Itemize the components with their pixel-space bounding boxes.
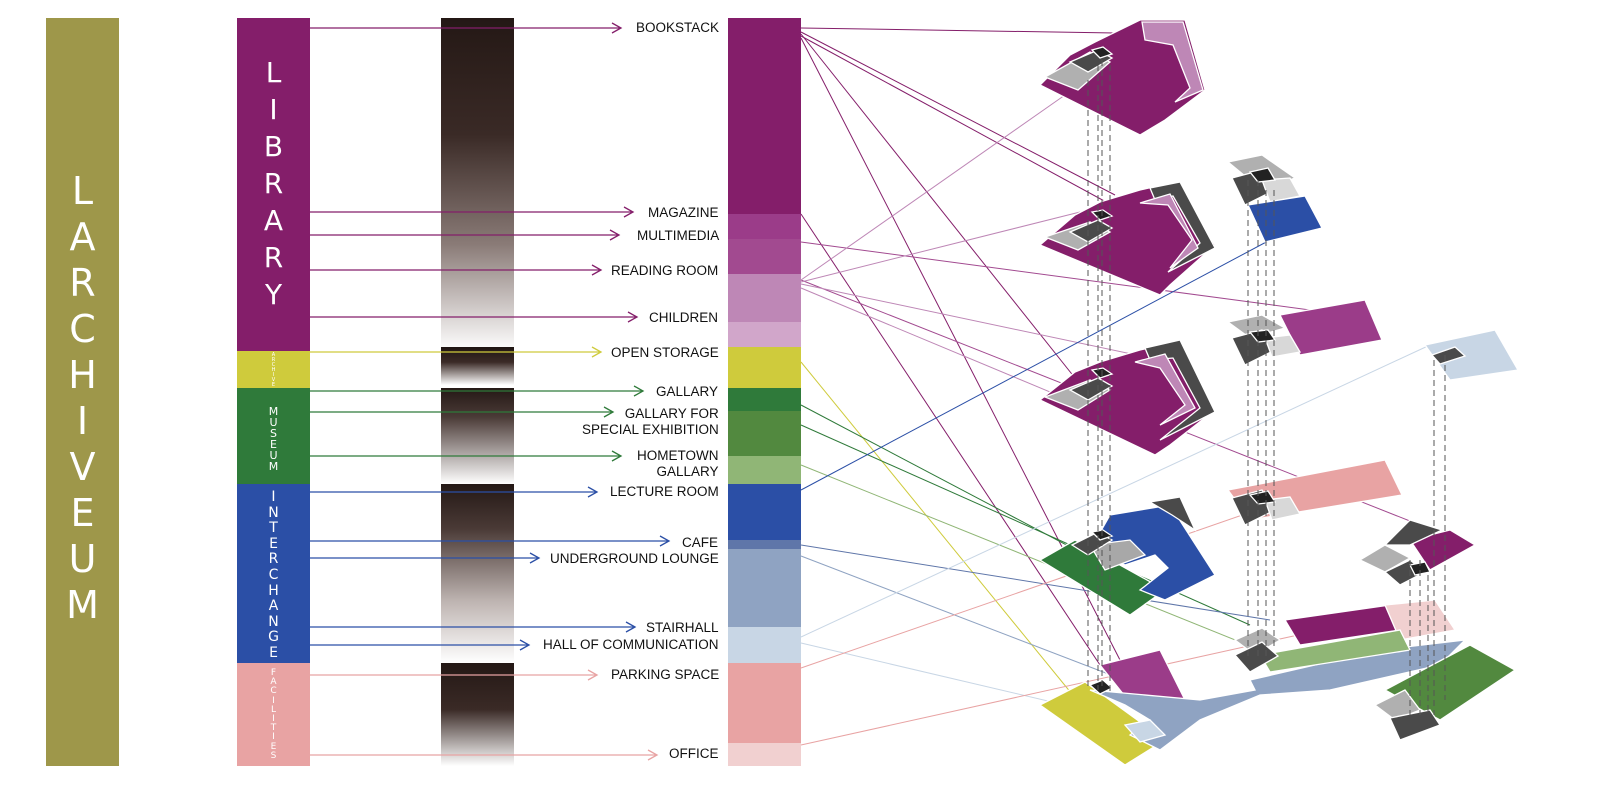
program-parking-space [728,663,801,743]
label-parking-space: PARKING SPACE [611,667,720,682]
label-underground-lounge: UNDERGROUND LOUNGE [550,551,719,566]
label-lecture-room: LECTURE ROOM [610,484,719,499]
title-text: L A R C H I V E U M [66,169,99,627]
label-gallary: GALLARY [656,384,719,399]
iso-level-3 [1038,339,1216,456]
program-open-storage [728,347,801,388]
arrows [310,22,671,761]
category-library-label: L I B R A R Y [263,56,284,311]
category-archive-label: A R C H I V E [271,352,276,388]
iso-level-5 [1038,599,1517,766]
iso-level-4 [1038,496,1216,616]
category-archive: A R C H I V E [237,351,310,388]
program-multimedia [728,239,801,274]
label-open-storage: OPEN STORAGE [611,345,719,360]
category-library: L I B R A R Y [237,18,310,351]
category-museum-label: M U S E U M [268,405,279,473]
gradient-facilities [441,663,514,766]
label-stairhall: STAIRHALL [646,620,719,635]
category-interchange: I N T E R C H A N G E [237,484,310,663]
gradient-archive [441,347,514,385]
program-stairhall [728,627,801,663]
program-gallary [728,388,801,411]
program-underground-lounge [728,549,801,627]
label-office: OFFICE [669,746,719,761]
program-cafe [728,540,801,549]
iso-level-2 [1038,181,1216,296]
gradient-library [441,18,514,351]
label-hall-of-communication: HALL OF COMMUNICATION [543,637,719,652]
program-lecture-room [728,484,801,540]
program-special-exhibition [728,411,801,456]
label-multimedia: MULTIMEDIA [637,228,720,243]
program-reading-room [728,274,801,322]
program-children [728,322,801,347]
category-facilities: F A C I L I T I E S [237,663,310,766]
gradient-interchange [441,484,514,663]
label-special-exhibition: GALLARY FOR SPECIAL EXHIBITION [582,406,719,437]
label-magazine: MAGAZINE [648,205,719,220]
vertical-dashed-lines [1087,60,1446,715]
label-bookstack: BOOKSTACK [636,20,720,35]
label-reading-room: READING ROOM [611,263,719,278]
label-cafe: CAFE [682,535,719,550]
program-magazine [728,214,801,239]
gradient-museum [441,388,514,484]
program-hometown-gallary [728,456,801,484]
program-office [728,743,801,766]
category-interchange-label: I N T E R C H A N G E [268,489,279,661]
iso-right-plans [1226,154,1520,586]
label-children: CHILDREN [649,310,719,325]
category-facilities-label: F A C I L I T I E S [270,668,277,761]
iso-level-1 [1038,19,1206,136]
category-museum: M U S E U M [237,388,310,484]
label-hometown-gallary: HOMETOWN GALLARY [637,448,719,479]
title-bar: L A R C H I V E U M [46,18,119,766]
program-bookstack [728,18,801,214]
